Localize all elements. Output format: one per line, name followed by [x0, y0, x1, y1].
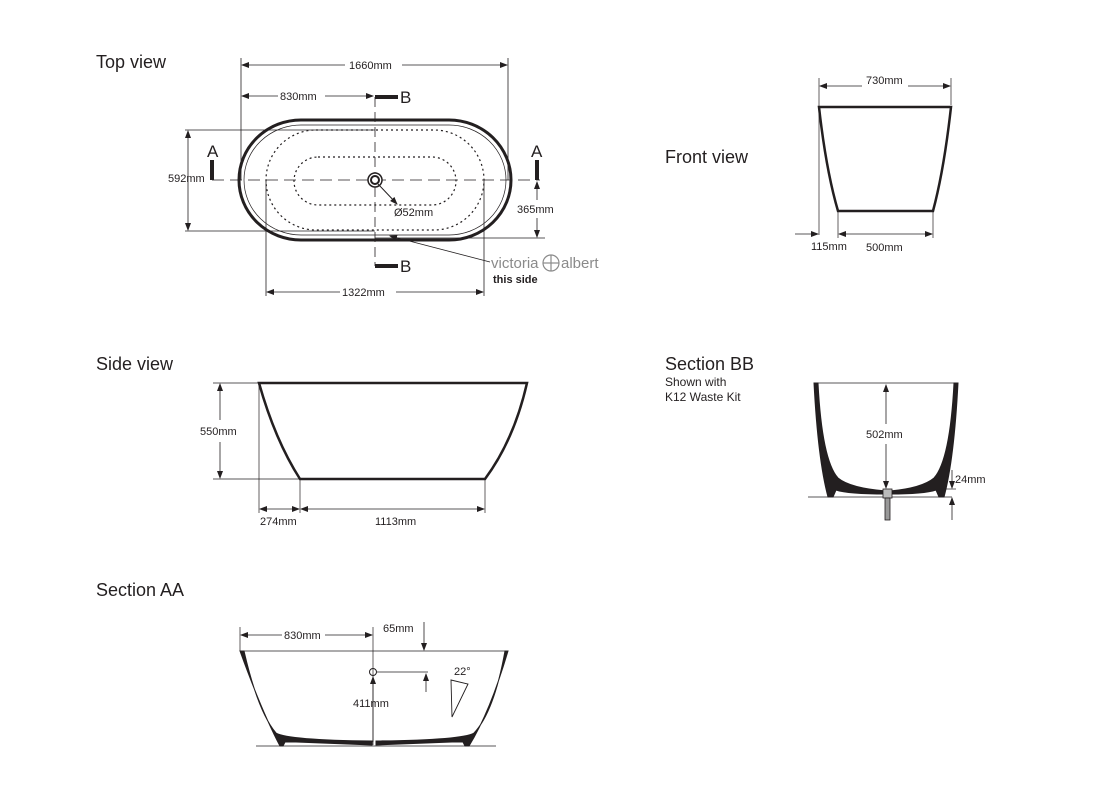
section-aa-title: Section AA: [96, 580, 185, 600]
front-view-drawing: [795, 78, 953, 238]
front-base-offset: 115mm: [811, 241, 847, 253]
section-b-marker-top: B: [400, 88, 411, 107]
side-base-length: 1113mm: [375, 516, 416, 528]
section-aa-backrest-angle: 22°: [454, 666, 471, 678]
section-a-marker-left: A: [207, 142, 219, 161]
side-slope-offset: 274mm: [260, 516, 297, 528]
front-base-width: 500mm: [866, 242, 903, 254]
section-bb-subtitle-2: K12 Waste Kit: [665, 390, 741, 404]
top-view-title: Top view: [96, 52, 167, 72]
section-bb-drawing: [808, 382, 959, 521]
top-width: 592mm: [168, 173, 205, 185]
section-aa-overflow-height: 411mm: [353, 698, 389, 710]
section-aa-drawing: [239, 622, 509, 747]
top-half-length: 830mm: [280, 91, 317, 103]
brand-albert: albert: [561, 255, 599, 272]
section-bb-depth: 502mm: [866, 429, 903, 441]
side-view-drawing: [213, 381, 529, 513]
front-view-title: Front view: [665, 147, 749, 167]
top-waste-diameter: Ø52mm: [394, 207, 433, 219]
section-bb-title: Section BB: [665, 354, 755, 374]
top-waste-offset: 365mm: [517, 204, 554, 216]
front-top-width: 730mm: [866, 75, 903, 87]
top-base-length: 1322mm: [342, 287, 385, 299]
section-bb-subtitle-1: Shown with: [665, 375, 727, 389]
section-b-marker-bottom: B: [400, 257, 411, 276]
section-a-marker-right: A: [531, 142, 543, 161]
side-height: 550mm: [200, 426, 237, 438]
section-aa-overflow-drop: 65mm: [383, 623, 414, 635]
section-aa-half-length: 830mm: [284, 630, 321, 642]
side-view-title: Side view: [96, 354, 174, 374]
top-overall-length: 1660mm: [349, 60, 392, 72]
brand-victoria: victoria: [491, 255, 539, 272]
top-view-drawing: [185, 58, 560, 296]
brand-note: this side: [493, 274, 538, 286]
section-bb-waste-height: 24mm: [955, 474, 986, 486]
